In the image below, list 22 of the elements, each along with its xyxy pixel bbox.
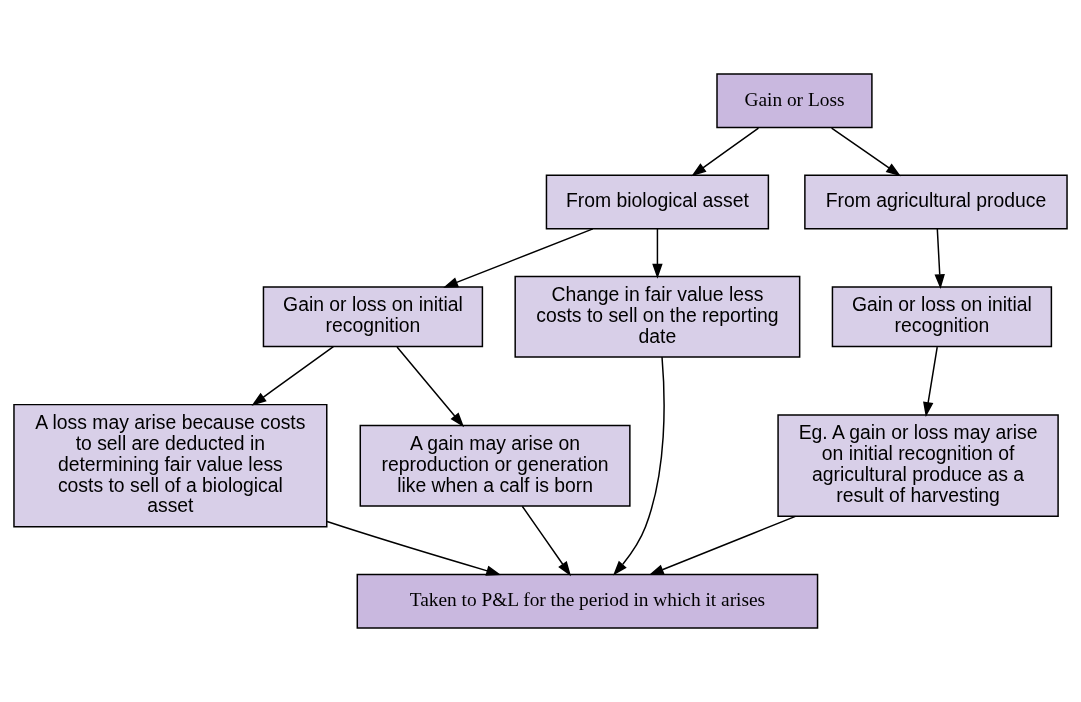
arrow xyxy=(251,346,335,406)
node-box: Taken to P&L for the period in which it arises xyxy=(356,573,819,629)
arrow xyxy=(652,228,663,279)
arrow xyxy=(326,520,502,576)
node-box: Gain or Loss xyxy=(716,73,873,129)
arrow xyxy=(923,346,938,417)
node-box: Eg. A gain or loss may arise on initial recognition of agricultural produce as a result of harvesting xyxy=(777,414,1059,518)
node-box: From agricultural produce xyxy=(804,174,1068,230)
arrow xyxy=(613,356,665,576)
node-box: A gain may arise on reproduction or generation like when a calf is born xyxy=(359,424,631,507)
arrow xyxy=(934,228,945,290)
node-box: A loss may arise because costs to sell are deducted in determining fair value less costs to sell of a biological asset xyxy=(13,403,328,528)
node-box: Gain or loss on initial recognition xyxy=(831,286,1053,348)
arrow xyxy=(443,228,594,288)
node-box: Gain or loss on initial recognition xyxy=(262,286,484,348)
node-box: From biological asset xyxy=(545,174,770,230)
arrow xyxy=(521,505,571,577)
arrow xyxy=(691,127,760,177)
node-box: Change in fair value less costs to sell on the reporting date xyxy=(514,275,801,358)
arrow xyxy=(396,346,465,428)
arrow xyxy=(648,515,797,576)
arrow xyxy=(830,127,901,177)
